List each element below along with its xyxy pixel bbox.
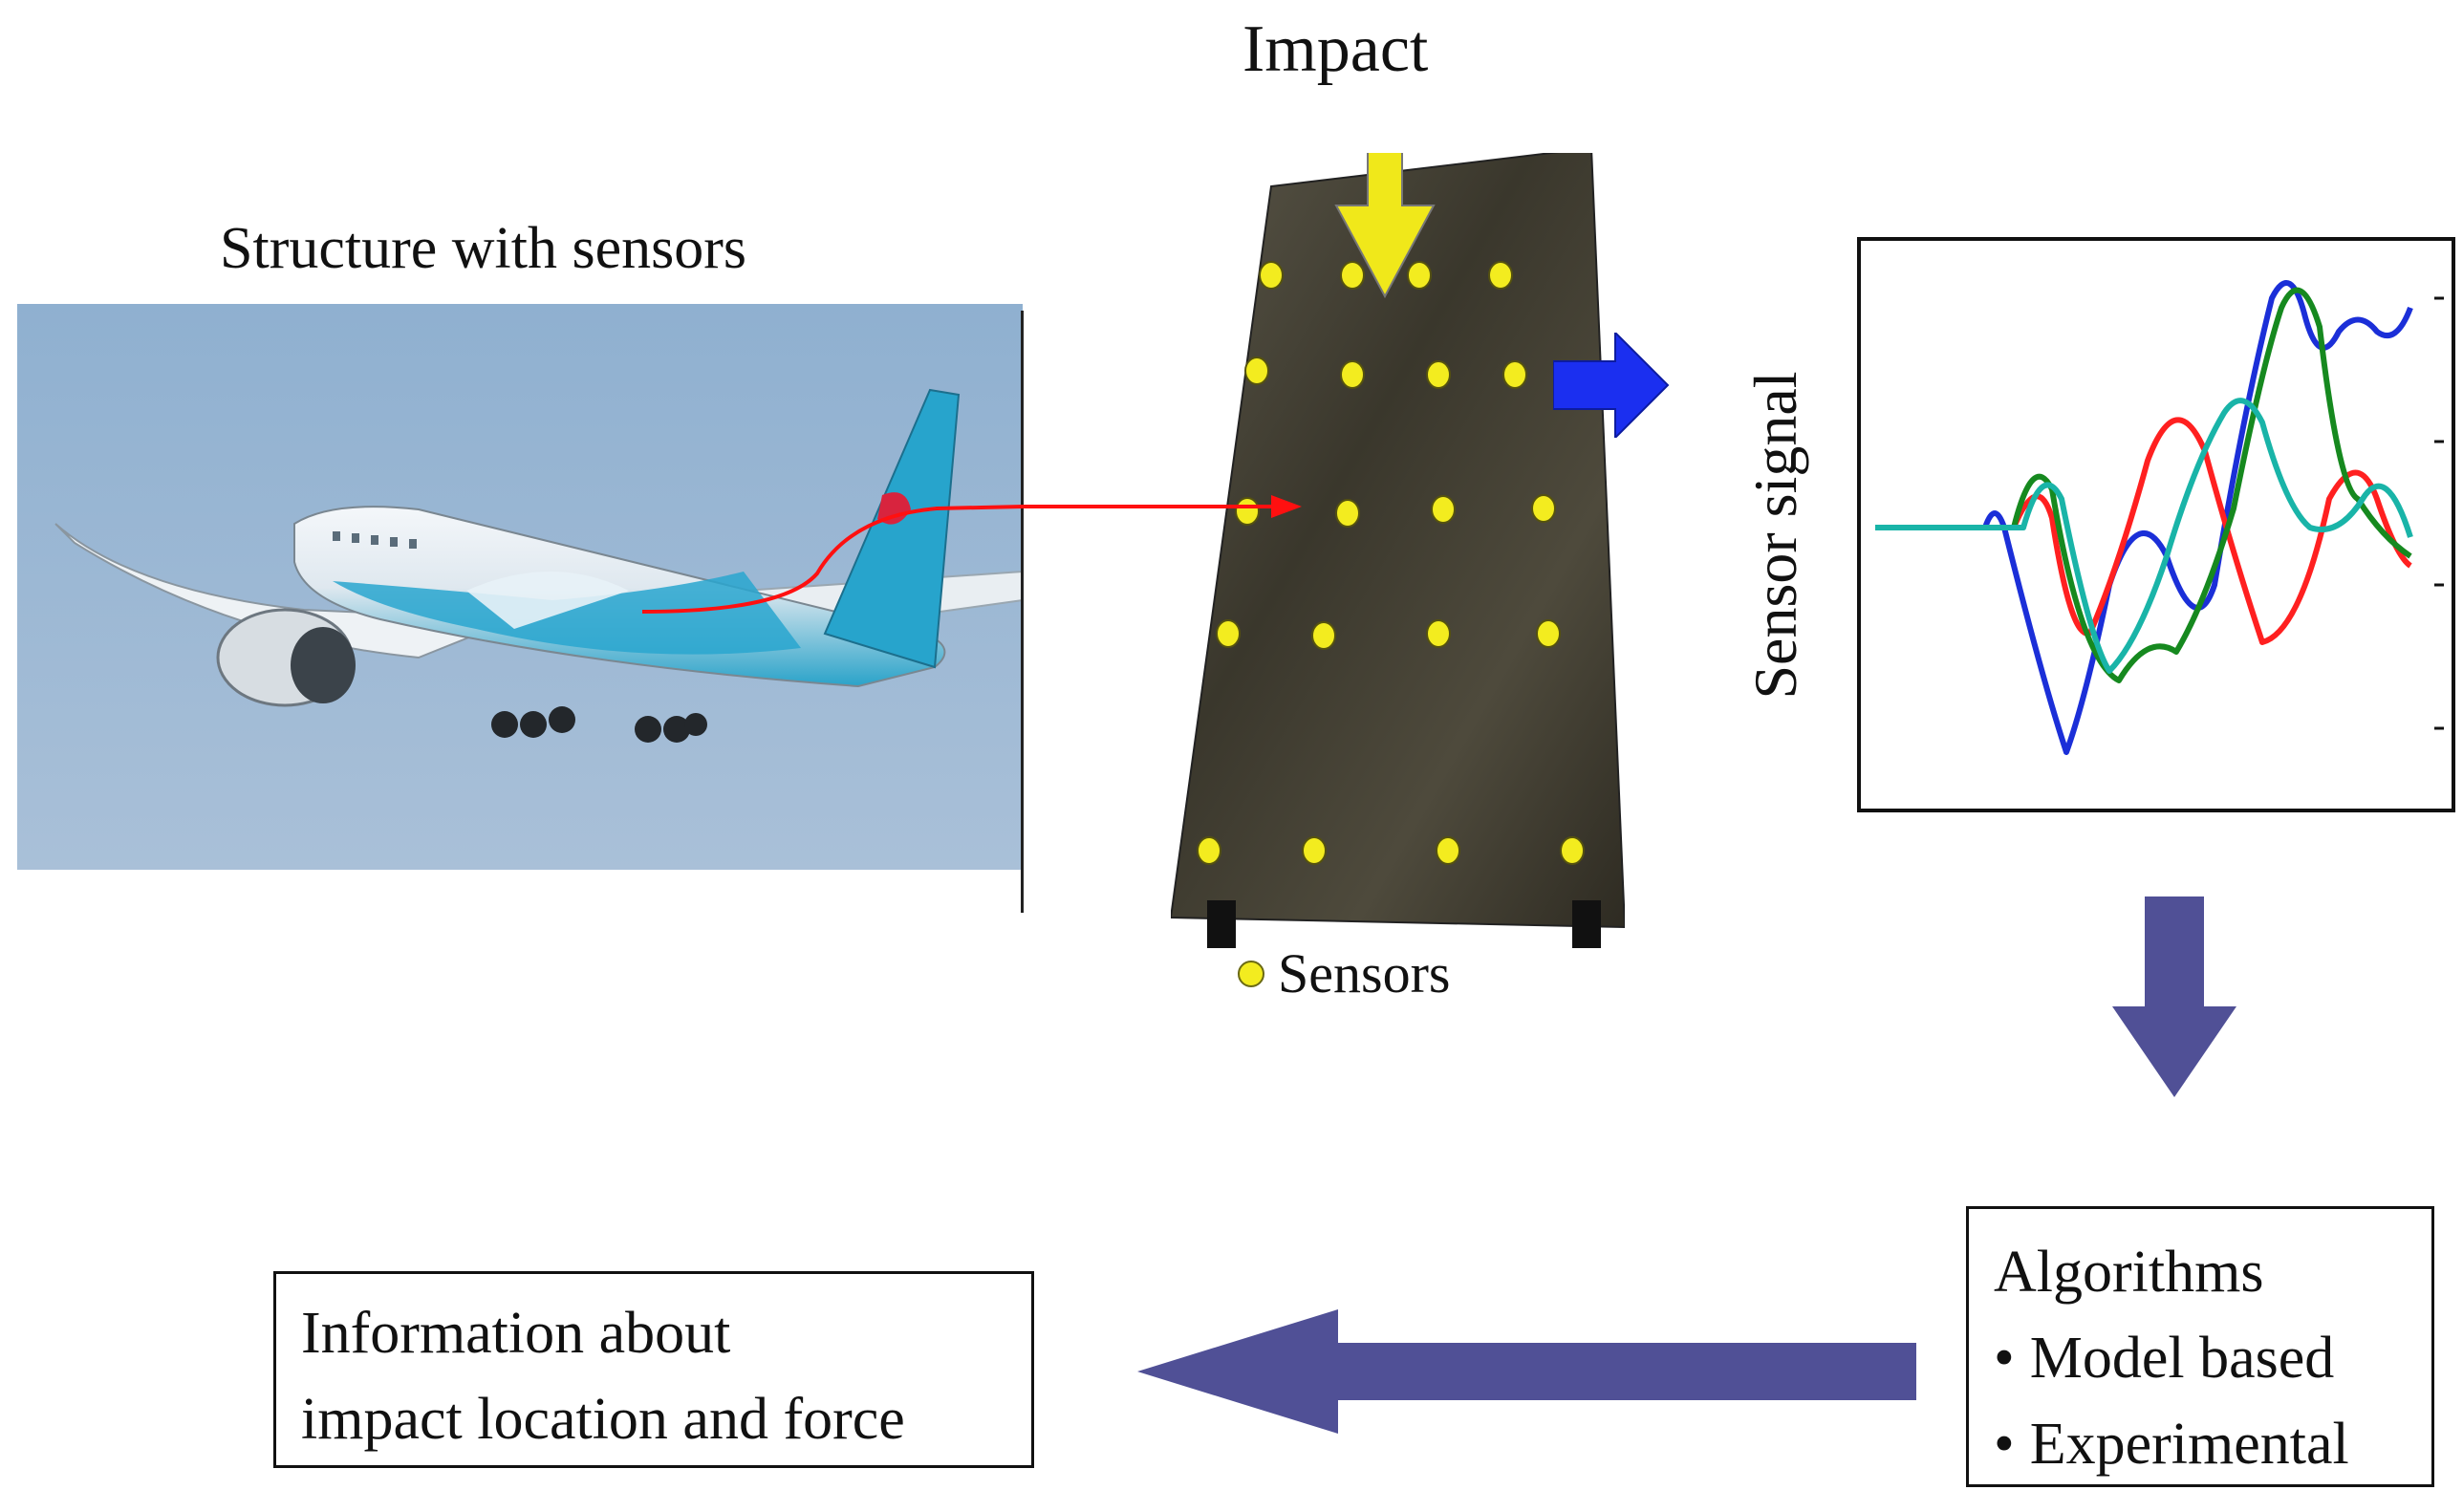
impact-title: Impact — [1242, 12, 1429, 86]
arrow-right-icon — [1553, 333, 1670, 438]
sensor-signal-plot — [1857, 237, 2455, 812]
sensors-legend: Sensors — [1238, 941, 1450, 1005]
sensor-dot — [1197, 836, 1221, 865]
sensor-dot — [1216, 619, 1241, 648]
sensor-dot — [1488, 261, 1513, 290]
sensor-dot — [1536, 619, 1561, 648]
sensor-dot — [1426, 619, 1451, 648]
sensor-dot — [1531, 494, 1556, 523]
algorithms-title: Algorithms — [1994, 1240, 2264, 1305]
sensor-dot — [1259, 261, 1284, 290]
information-box: Information about impact location and fo… — [273, 1271, 1034, 1468]
photo-border — [1021, 311, 1024, 913]
sensor-dot — [1311, 621, 1336, 650]
sensor-dot — [1244, 356, 1269, 385]
aircraft-photo — [17, 304, 1023, 870]
sensors-legend-label: Sensors — [1278, 942, 1451, 1004]
information-line-1: Information about — [301, 1301, 731, 1366]
sensor-dot — [1426, 360, 1451, 389]
signal-curve — [1875, 398, 2413, 674]
algorithm-item: •Experimental — [1994, 1411, 2349, 1477]
signal-curve — [1875, 280, 2413, 755]
arrow-left-icon — [1137, 1309, 1916, 1434]
sensor-dot — [1436, 836, 1460, 865]
sensor-dot — [1560, 836, 1585, 865]
algorithm-item: •Model based — [1994, 1325, 2335, 1391]
sensor-dot — [1502, 360, 1527, 389]
signal-curve — [1875, 287, 2412, 683]
sensor-signal-label: Sensor signal — [1741, 371, 1809, 700]
algorithms-box: Algorithms •Model based •Experimental — [1966, 1206, 2434, 1487]
sensor-dot-icon — [1238, 960, 1264, 987]
sensor-dot — [1407, 261, 1432, 290]
structure-title: Structure with sensors — [220, 216, 747, 281]
sensor-dot — [1431, 495, 1456, 524]
arrow-down-icon — [1334, 153, 1436, 299]
sensor-panel — [1171, 153, 1625, 948]
sensor-dot — [1302, 836, 1327, 865]
sensor-dot — [1335, 499, 1360, 528]
sensor-dot — [1340, 360, 1365, 389]
arrow-down-icon — [2112, 896, 2236, 1097]
information-line-2: impact location and force — [301, 1386, 905, 1452]
sensor-dot — [1340, 261, 1365, 290]
